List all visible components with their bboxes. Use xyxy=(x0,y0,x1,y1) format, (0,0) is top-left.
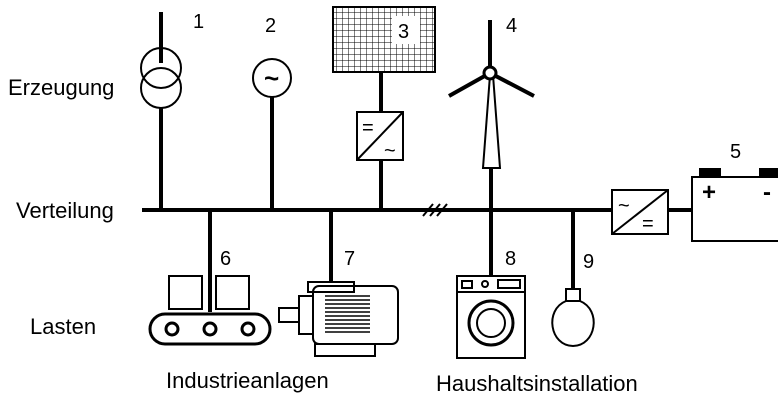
inverter-ac-symbol: ~ xyxy=(384,140,396,162)
component-number-4: 4 xyxy=(506,15,517,37)
wind-turbine-icon xyxy=(448,20,535,210)
component-number-5: 5 xyxy=(730,141,741,163)
inverter-dc-symbol: = xyxy=(362,117,374,139)
transformer-icon xyxy=(140,12,182,210)
solar-panel-icon xyxy=(332,6,436,112)
three-phase-marks xyxy=(422,203,448,217)
industrial-label: Industrieanlagen xyxy=(166,368,329,393)
battery-minus-symbol: - xyxy=(763,179,771,206)
battery-icon: + - xyxy=(691,168,778,242)
converter-dc-symbol: = xyxy=(642,213,654,235)
generation-label: Erzeugung xyxy=(8,75,114,100)
component-number-8: 8 xyxy=(505,248,516,270)
generator-symbol: ~ xyxy=(264,63,279,93)
component-number-7: 7 xyxy=(344,248,355,270)
distribution-label: Verteilung xyxy=(16,198,114,223)
component-number-3: 3 xyxy=(398,21,409,43)
conveyor-belt-icon xyxy=(148,210,272,346)
household-label: Haushaltsinstallation xyxy=(436,371,638,393)
component-number-6: 6 xyxy=(220,248,231,270)
dc-ac-inverter-icon: = ~ xyxy=(356,111,404,210)
battery-plus-symbol: + xyxy=(702,179,716,206)
electric-motor-icon xyxy=(278,210,399,357)
washing-machine-icon xyxy=(456,210,526,359)
ac-generator-icon: ~ xyxy=(252,58,292,210)
component-number-2: 2 xyxy=(265,15,276,37)
converter-ac-symbol: ~ xyxy=(618,195,630,217)
component-number-9: 9 xyxy=(583,251,594,273)
component-number-1: 1 xyxy=(193,11,204,33)
loads-label: Lasten xyxy=(30,314,96,339)
ac-dc-converter-icon: ~ = xyxy=(611,189,669,235)
light-bulb-icon xyxy=(551,210,595,348)
